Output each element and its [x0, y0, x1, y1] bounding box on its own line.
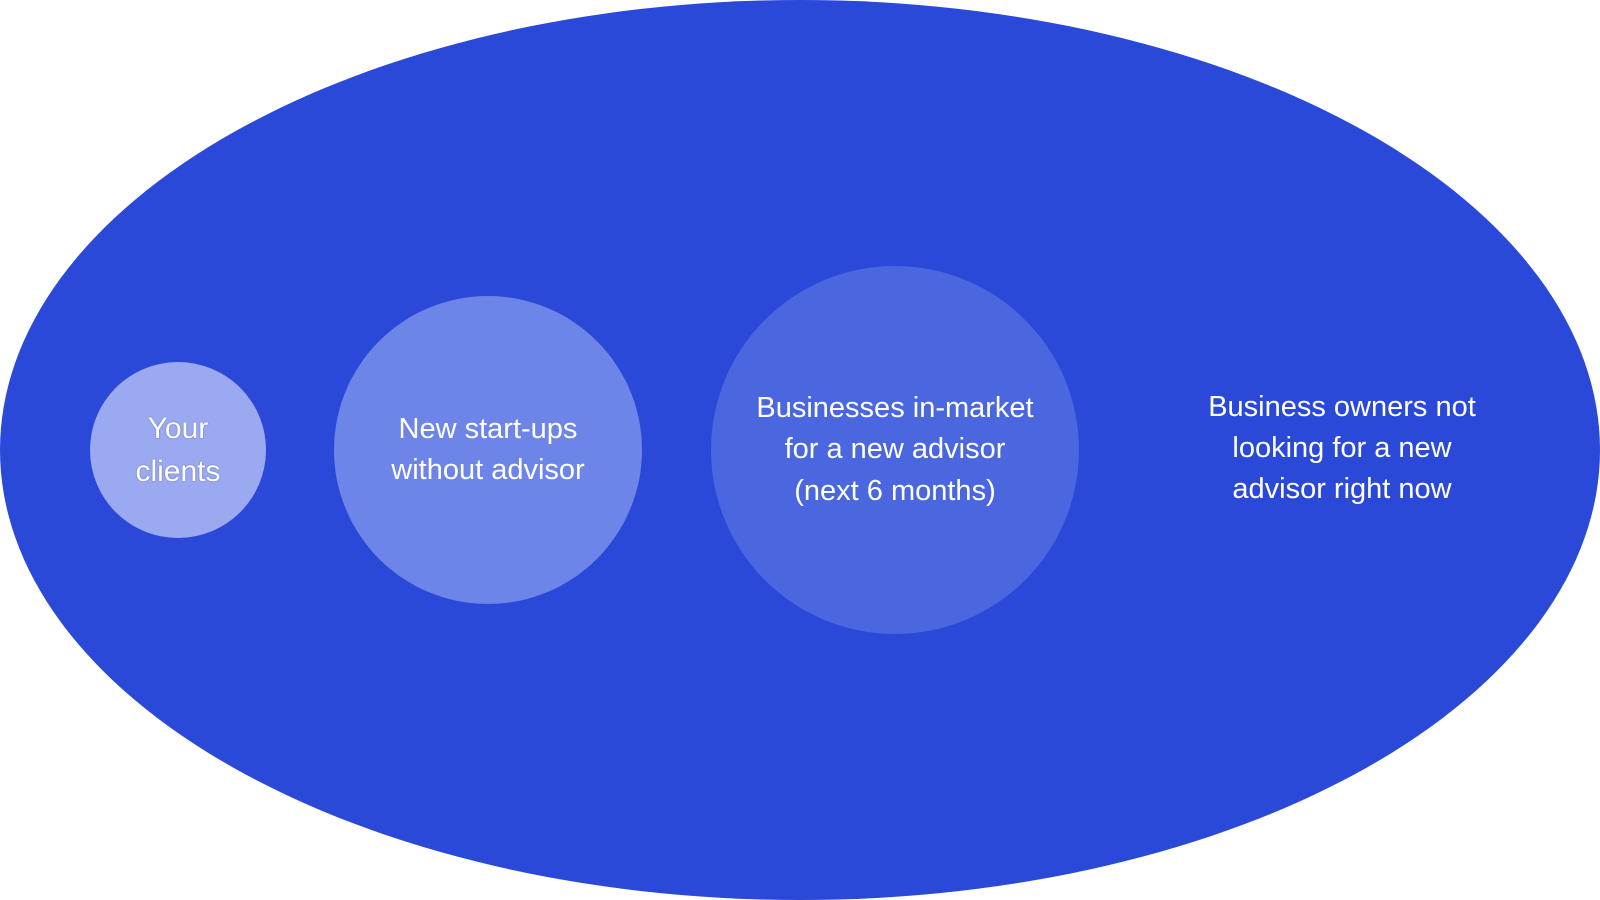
not-looking-owners-label: Business owners not looking for a new ad…	[1208, 391, 1476, 506]
your-clients-circle: Your clients	[90, 362, 266, 538]
in-market-businesses-circle: Businesses in-market for a new advisor (…	[711, 266, 1079, 634]
your-clients-label: Your clients	[135, 411, 221, 489]
new-startups-circle: New start-ups without advisor	[334, 296, 642, 604]
new-startups-label: New start-ups without advisor	[391, 412, 585, 486]
in-market-businesses-label: Businesses in-market for a new advisor (…	[756, 392, 1034, 507]
